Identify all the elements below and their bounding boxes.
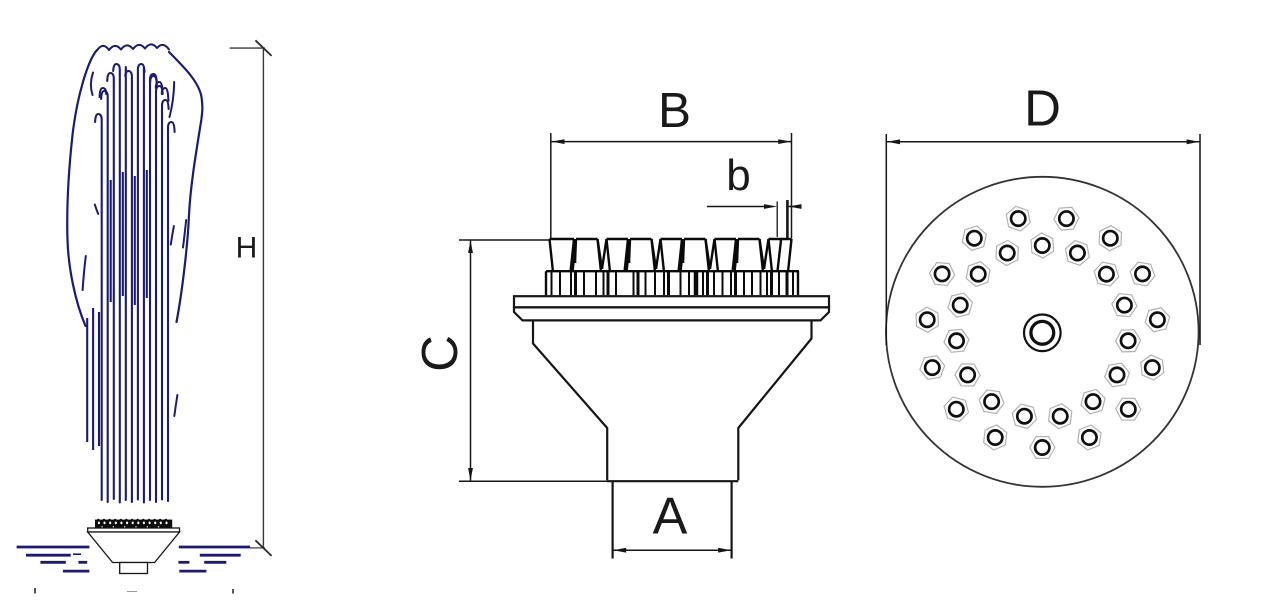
svg-text:b: b [726,151,750,200]
svg-text:C: C [411,335,468,372]
svg-text:B: B [658,83,691,138]
svg-text:A: A [653,488,688,546]
svg-text:D: D [1024,80,1061,137]
svg-text:H: H [236,232,258,265]
